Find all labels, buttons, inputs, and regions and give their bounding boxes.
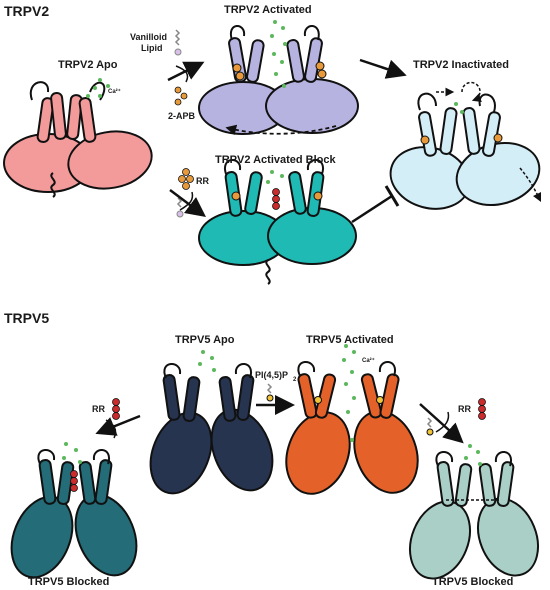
ligand-label-pip2: PI(4,5)P bbox=[255, 370, 288, 380]
state-label-trpv5-blocked-left: TRPV5 Blocked bbox=[28, 576, 109, 588]
calcium-ions-v5-blocked-left bbox=[62, 442, 82, 464]
arrow-v5-activated-to-blocked-right bbox=[419, 403, 464, 444]
arrow-apo-to-activated bbox=[167, 61, 205, 83]
state-label-trpv5-activated: TRPV5 Activated bbox=[306, 334, 394, 346]
channel-trpv5-apo bbox=[149, 363, 274, 495]
ligand-label-rr-v5-right: RR bbox=[458, 404, 471, 414]
arrow-v5-apo-to-blocked-left bbox=[95, 414, 141, 439]
section-label-trpv2: TRPV2 bbox=[4, 3, 49, 19]
channel-trpv5-blocked-left bbox=[10, 449, 138, 579]
ruthenium-red-v5-left bbox=[70, 470, 78, 492]
state-label-trpv2-activated-block: TRPV2 Activated Block bbox=[215, 154, 337, 166]
state-label-trpv2-activated: TRPV2 Activated bbox=[224, 4, 312, 16]
channel-trpv2-inactivated bbox=[389, 81, 542, 210]
ruthenium-red-v2-block bbox=[272, 188, 280, 210]
arrow-reversal-dashed bbox=[225, 124, 337, 136]
inhibition-block-to-inactivated bbox=[351, 185, 400, 224]
ion-label-ca-a: Ca²⁺ bbox=[108, 88, 121, 95]
state-label-trpv5-apo: TRPV5 Apo bbox=[175, 334, 235, 346]
ligand-label-rr-v5-left: RR bbox=[92, 404, 105, 414]
rr-ligand-icon-v2 bbox=[178, 168, 194, 190]
arrow-apo-to-block bbox=[169, 189, 206, 217]
calcium-ions-v5-activated bbox=[342, 344, 356, 442]
channel-trpv2-apo bbox=[3, 81, 153, 198]
ligand-label-lipid: Lipid bbox=[141, 43, 163, 53]
state-label-trpv5-blocked-right: TRPV5 Blocked bbox=[432, 576, 513, 588]
ligand-label-2-apb: 2-APB bbox=[168, 111, 196, 121]
calcium-ions-v2-apo bbox=[86, 78, 110, 98]
calcium-ions-v2-inactivated bbox=[454, 102, 464, 114]
state-label-trpv2-apo: TRPV2 Apo bbox=[58, 59, 118, 71]
vanilloid-ligand-icon bbox=[174, 29, 182, 56]
channel-trpv2-activated bbox=[198, 25, 359, 135]
channel-trpv2-activated-block bbox=[198, 159, 357, 285]
calcium-ions-v2-block bbox=[266, 170, 284, 184]
ligand-label-vanilloid: Vanilloid bbox=[130, 32, 167, 42]
ligand-label-pip2-subscript: 2 bbox=[293, 377, 297, 383]
calcium-ions-v5-apo bbox=[198, 350, 216, 372]
calcium-ions-v5-blocked-right bbox=[464, 444, 482, 466]
channel-trpv5-activated bbox=[285, 361, 419, 495]
ion-label-ca-b: Ca²⁺ bbox=[362, 357, 375, 364]
channel-trpv5-blocked-right bbox=[409, 451, 539, 580]
vanilloid-ligand-icon-2 bbox=[176, 197, 184, 218]
arrow-activated-to-inactivated bbox=[359, 58, 407, 79]
rr-ligand-icon-v5-left bbox=[112, 398, 120, 420]
pip2-ligand-icon-right bbox=[426, 417, 434, 436]
section-label-trpv5: TRPV5 bbox=[4, 310, 49, 326]
calcium-ions-v2-activated bbox=[270, 20, 287, 88]
rr-ligand-icon-v5-right bbox=[478, 398, 486, 420]
pip2-ligand-icon bbox=[266, 383, 274, 402]
apb-ligand-icon bbox=[174, 86, 188, 106]
state-label-trpv2-inactivated: TRPV2 Inactivated bbox=[413, 59, 509, 71]
ligand-label-rr-v2: RR bbox=[196, 176, 209, 186]
